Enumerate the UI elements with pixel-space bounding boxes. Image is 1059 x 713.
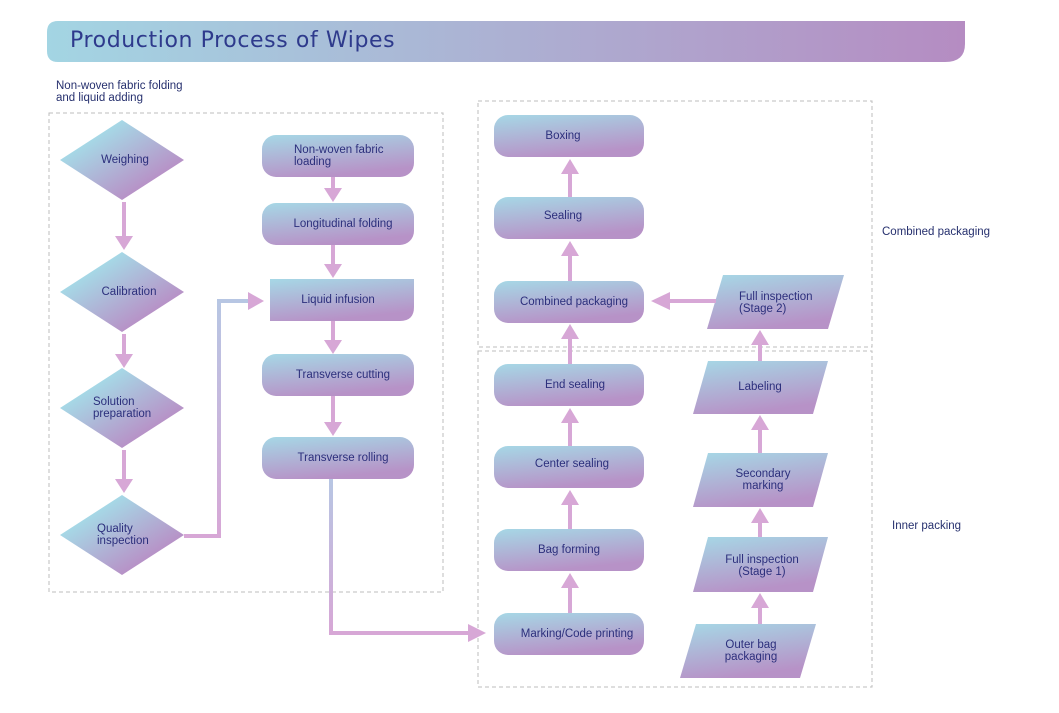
arrowhead	[324, 340, 342, 354]
arrowhead	[115, 479, 133, 493]
arrowhead	[468, 624, 486, 642]
connector-group	[122, 172, 762, 635]
arrowhead	[561, 573, 579, 588]
arrowhead	[651, 292, 670, 310]
marking-code-printing-node	[494, 613, 644, 655]
full-inspection-2-label: Full inspection (Stage 2)	[739, 291, 813, 315]
bag-forming-label: Bag forming	[537, 544, 600, 556]
arrowhead	[248, 292, 264, 310]
combined-packaging-node	[494, 281, 644, 323]
secondary-marking-label: Secondary marking	[735, 468, 791, 492]
bag-forming-node	[494, 529, 644, 571]
arrowhead	[751, 593, 769, 608]
section-label-inner: Inner packing	[892, 520, 962, 532]
center-sealing-node	[494, 446, 644, 488]
arrowhead	[561, 408, 579, 423]
arrowhead	[561, 324, 579, 339]
center-sealing-label: Center sealing	[534, 458, 610, 470]
arrowhead	[561, 490, 579, 505]
longitudinal-folding-node	[262, 203, 414, 245]
title-banner	[47, 21, 965, 62]
transverse-rolling-label: Transverse rolling	[297, 452, 389, 464]
marking-code-printing-label: Marking/Code printing	[520, 628, 634, 640]
transverse-cutting-node	[262, 354, 414, 396]
solution-preparation-node	[60, 368, 184, 448]
longitudinal-folding-label: Longitudinal folding	[293, 218, 393, 230]
solution-preparation-label: Solution preparation	[93, 396, 152, 420]
end-sealing-label: End sealing	[544, 379, 606, 391]
end-sealing-node	[494, 364, 644, 406]
weighing-node	[60, 120, 184, 200]
transverse-cutting-label: Transverse cutting	[295, 369, 391, 381]
arrowhead	[561, 159, 579, 174]
section-label-combined: Combined packaging	[882, 226, 991, 238]
labeling-label: Labeling	[738, 381, 782, 393]
arrowhead	[324, 422, 342, 436]
labeling-node	[693, 361, 828, 414]
liquid-infusion-node	[270, 279, 414, 321]
outer-bag-packaging-label: Outer bag packaging	[724, 639, 778, 663]
quality-inspection-node	[60, 495, 184, 575]
liquid-infusion-label: Liquid infusion	[301, 294, 375, 306]
weighing-label: Weighing	[101, 154, 149, 166]
arrowhead-group	[115, 159, 769, 642]
fabric-loading-node	[262, 135, 414, 177]
combined-packaging-label: Combined packaging	[519, 296, 629, 308]
arrowhead	[751, 330, 769, 345]
calibration-label: Calibration	[101, 286, 157, 298]
arrow-rolling-marking	[329, 479, 470, 635]
arrowhead	[751, 415, 769, 430]
arrowhead	[324, 188, 342, 202]
section-label-folding: Non-woven fabric folding and liquid addi…	[56, 80, 183, 104]
page-title: Production Process of Wipes	[70, 28, 396, 53]
section-frame-folding	[48, 112, 444, 593]
section-frame-inner	[477, 350, 873, 688]
secondary-marking-node	[693, 453, 828, 507]
arrowhead	[115, 236, 133, 250]
full-inspection-2-node	[707, 275, 844, 329]
arrowhead	[324, 264, 342, 278]
arrowhead	[751, 508, 769, 523]
outer-bag-packaging-node	[680, 624, 816, 678]
sealing-node	[494, 197, 644, 239]
arrowhead	[115, 354, 133, 368]
quality-inspection-label: Quality inspection	[97, 523, 149, 547]
arrow-quality-liquid-infusion	[184, 299, 252, 538]
full-inspection-1-node	[693, 537, 828, 592]
boxing-label: Boxing	[545, 130, 581, 142]
sealing-label: Sealing	[543, 210, 583, 222]
arrowhead	[561, 241, 579, 256]
fabric-loading-label: Non-woven fabric loading	[294, 144, 384, 168]
boxing-node	[494, 115, 644, 157]
transverse-rolling-node	[262, 437, 414, 479]
full-inspection-1-label: Full inspection (Stage 1)	[725, 554, 799, 578]
calibration-node	[60, 252, 184, 332]
section-frame-combined	[477, 100, 873, 348]
